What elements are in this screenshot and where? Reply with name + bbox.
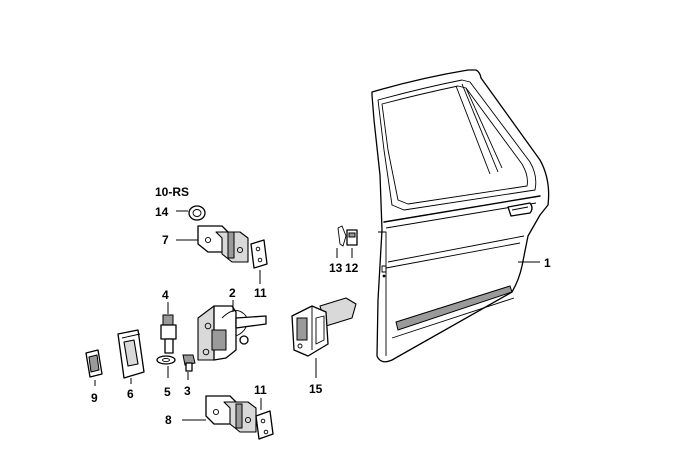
door-buffer-part [291,297,357,357]
label-1: 1 [544,256,551,270]
label-11-lower: 11 [254,383,267,397]
plug-part [188,205,206,221]
label-13: 13 [329,261,343,275]
door-check-part [197,305,267,361]
screw-part [182,354,196,372]
label-15: 15 [309,382,323,396]
label-3: 3 [184,384,191,398]
label-2: 2 [229,286,236,300]
rear-door-part [371,69,550,363]
label-11-upper: 11 [254,286,267,300]
clip-13-part [337,225,347,247]
label-12: 12 [345,261,359,275]
label-6: 6 [127,387,134,401]
label-9: 9 [91,391,98,405]
inner-handle-part [117,329,145,379]
clip-12-part [346,229,358,246]
bolt-part [160,314,177,354]
label-7: 7 [162,233,169,247]
upper-plate-part [250,239,268,269]
door-lock-slot [381,265,387,273]
cover-part [85,349,103,378]
label-10-rs: 10-RS [155,185,189,199]
label-4: 4 [162,288,169,302]
label-5: 5 [164,385,171,399]
upper-hinge-part [197,225,249,263]
washer-part [156,355,176,365]
label-8: 8 [165,413,172,427]
lower-hinge-part [205,395,257,433]
door-screw-icon [382,274,386,278]
label-14: 14 [155,205,169,219]
lower-plate-part [255,410,274,440]
